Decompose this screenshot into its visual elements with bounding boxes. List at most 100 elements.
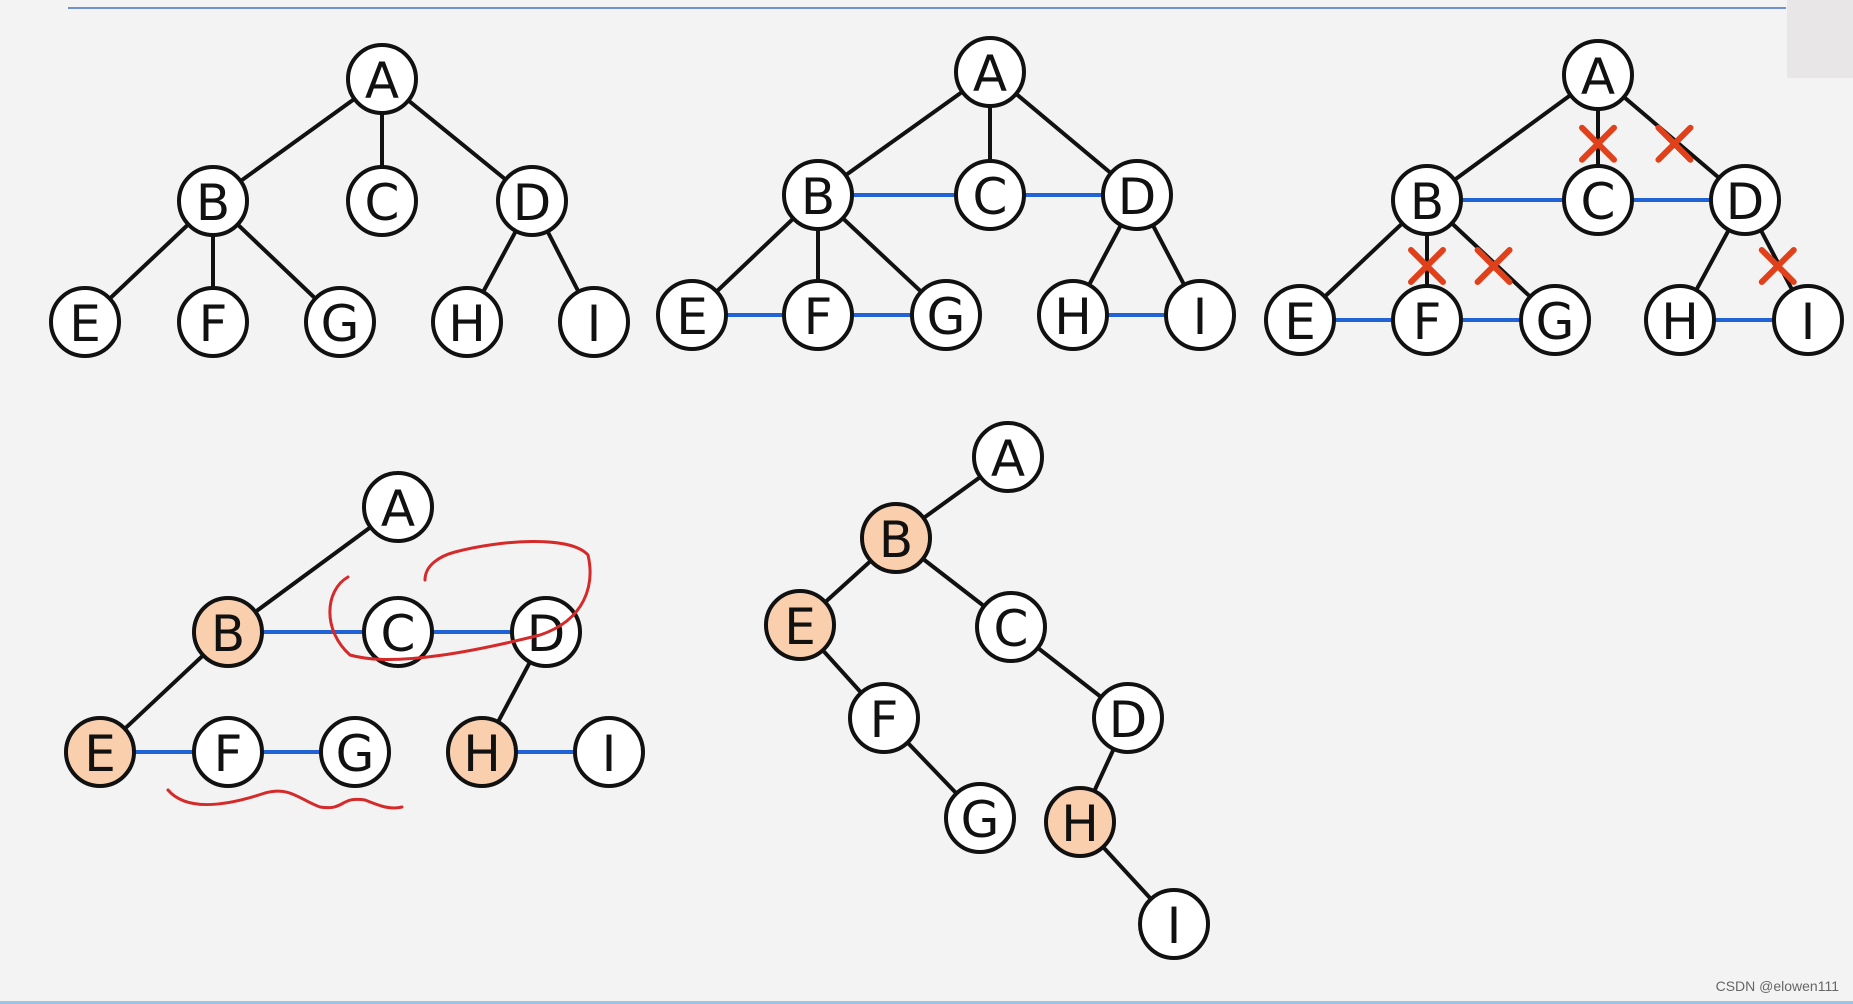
node-F: F	[192, 716, 264, 788]
node-I: I	[558, 286, 630, 358]
handwritten-annotations	[166, 540, 592, 810]
node-A: A	[954, 36, 1026, 108]
node-G: G	[944, 782, 1016, 854]
diagram-step5: A B E C F D G HI	[764, 421, 1210, 960]
node-label-D: D	[513, 174, 552, 232]
cut-mark-B-G	[1474, 247, 1513, 285]
node-label-E: E	[1284, 293, 1316, 351]
node-label-A: A	[973, 45, 1007, 103]
node-label-H: H	[1661, 293, 1699, 351]
node-C: C	[346, 165, 418, 237]
node-F: F	[177, 286, 249, 358]
top-divider	[68, 7, 1786, 9]
node-label-C: C	[1581, 173, 1616, 231]
node-label-G: G	[336, 725, 375, 783]
node-G: G	[304, 286, 376, 358]
node-E: E	[764, 589, 836, 661]
node-G: G	[1519, 284, 1591, 356]
node-H: H	[1644, 284, 1716, 356]
node-label-A: A	[381, 480, 415, 538]
node-D: D	[1101, 159, 1173, 231]
node-C: C	[954, 159, 1026, 231]
corner-tab	[1787, 0, 1853, 78]
node-A: A	[346, 43, 418, 115]
node-label-C: C	[994, 600, 1029, 658]
node-C: C	[362, 596, 434, 668]
node-B: B	[1391, 164, 1463, 236]
node-C: C	[975, 591, 1047, 663]
cut-mark-B-F	[1408, 247, 1446, 285]
underline-annotation-f-g	[166, 788, 404, 810]
node-label-G: G	[1536, 293, 1575, 351]
node-label-I: I	[587, 295, 602, 353]
node-D: D	[1092, 682, 1164, 754]
node-H: H	[431, 286, 503, 358]
node-H: H	[1037, 279, 1109, 351]
node-label-D: D	[1109, 691, 1148, 749]
node-label-B: B	[196, 174, 230, 232]
diagram-step2: A B C D E F G H I	[656, 36, 1236, 351]
node-label-F: F	[804, 288, 833, 346]
node-H: H	[1044, 786, 1116, 858]
node-B: B	[177, 165, 249, 237]
node-label-F: F	[1413, 293, 1442, 351]
node-B: B	[192, 596, 264, 668]
node-E: E	[656, 279, 728, 351]
circle-annotation-c-d	[328, 540, 592, 661]
node-label-E: E	[676, 288, 708, 346]
node-label-H: H	[1061, 795, 1099, 853]
node-label-E: E	[84, 725, 116, 783]
node-label-I: I	[602, 725, 617, 783]
cut-mark-A-D	[1655, 124, 1694, 163]
node-label-A: A	[1581, 48, 1615, 106]
node-label-B: B	[211, 605, 245, 663]
node-label-I: I	[1193, 288, 1208, 346]
node-label-C: C	[973, 168, 1008, 226]
node-E: E	[49, 286, 121, 358]
node-label-C: C	[381, 605, 416, 663]
node-F: F	[782, 279, 854, 351]
node-label-C: C	[365, 174, 400, 232]
node-label-G: G	[961, 791, 1000, 849]
node-B: B	[860, 502, 932, 574]
node-B: B	[782, 159, 854, 231]
node-I: I	[573, 716, 645, 788]
diagram-step1: A B C D E F G H I	[49, 43, 630, 358]
bottom-divider	[0, 1001, 1853, 1004]
node-G: G	[910, 279, 982, 351]
node-G: G	[319, 716, 391, 788]
node-label-E: E	[784, 598, 816, 656]
node-H: H	[446, 716, 518, 788]
node-label-H: H	[463, 725, 501, 783]
node-E: E	[1264, 284, 1336, 356]
node-I: I	[1772, 284, 1844, 356]
node-label-H: H	[448, 295, 486, 353]
node-label-F: F	[870, 691, 899, 749]
node-label-A: A	[991, 430, 1025, 488]
node-label-D: D	[1118, 168, 1157, 226]
node-label-H: H	[1054, 288, 1092, 346]
watermark: CSDN @elowen111	[1715, 978, 1839, 994]
cut-mark-A-C	[1579, 124, 1617, 163]
node-A: A	[972, 421, 1044, 493]
node-A: A	[362, 471, 434, 543]
node-E: E	[64, 716, 136, 788]
node-D: D	[1709, 164, 1781, 236]
node-label-G: G	[927, 288, 966, 346]
node-label-G: G	[321, 295, 360, 353]
node-label-I: I	[1801, 293, 1816, 351]
node-label-D: D	[1726, 173, 1765, 231]
node-C: C	[1562, 164, 1634, 236]
node-label-E: E	[69, 295, 101, 353]
diagram-step3: A B C D E F G H I	[1264, 39, 1844, 356]
node-A: A	[1562, 39, 1634, 111]
node-label-F: F	[214, 725, 243, 783]
node-I: I	[1138, 888, 1210, 960]
cut-mark-D-I	[1758, 247, 1797, 285]
node-D: D	[496, 165, 568, 237]
node-label-B: B	[1410, 173, 1444, 231]
node-I: I	[1164, 279, 1236, 351]
node-label-B: B	[879, 511, 913, 569]
node-label-A: A	[365, 52, 399, 110]
